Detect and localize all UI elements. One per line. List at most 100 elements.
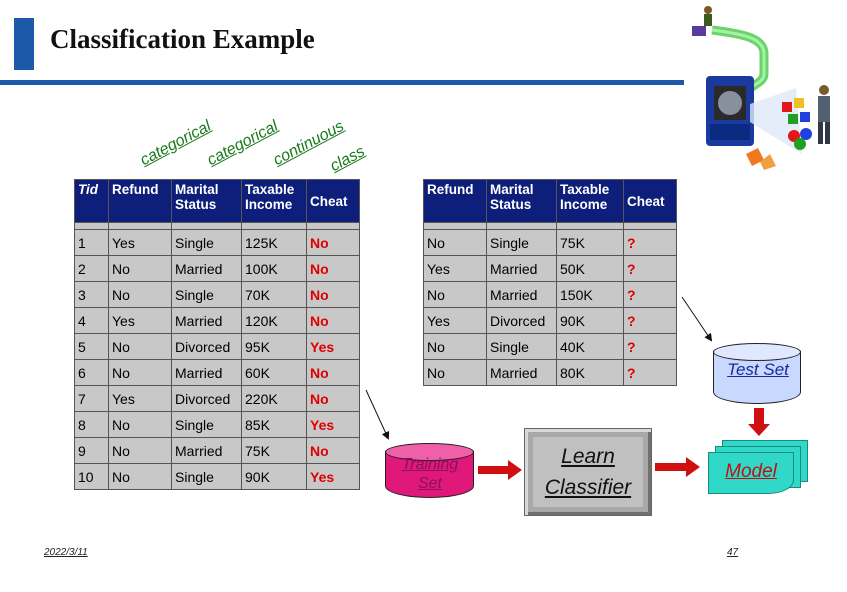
table-cell: Married <box>486 255 557 282</box>
table-cell: Yes <box>108 385 172 412</box>
table-cell: Married <box>171 437 242 464</box>
table-cell: 50K <box>556 255 624 282</box>
table-cell: 1 <box>74 229 109 256</box>
data-mining-clipart-icon <box>684 4 834 172</box>
column-header: Marital Status <box>171 179 242 223</box>
training-set-label: Training Set <box>401 456 459 492</box>
table-cell: No <box>108 281 172 308</box>
learn-classifier-label: Learn Classifier <box>544 445 632 499</box>
test-table-pointer-line <box>681 296 713 342</box>
table-cell: Single <box>171 411 242 438</box>
training-table-pointer-line <box>365 389 390 440</box>
table-cell: No <box>306 229 360 256</box>
table-cell: Yes <box>306 333 360 360</box>
table-cell: Single <box>486 229 557 256</box>
table-cell: Married <box>486 281 557 308</box>
table-cell: 2 <box>74 255 109 282</box>
table-cell: Divorced <box>486 307 557 334</box>
table-cell: 75K <box>556 229 624 256</box>
table-cell: ? <box>623 359 677 386</box>
table-cell: Married <box>171 255 242 282</box>
column-header: Marital Status <box>486 179 557 223</box>
column-header: Taxable Income <box>241 179 307 223</box>
model-box: Model <box>708 452 794 494</box>
table-cell: No <box>108 333 172 360</box>
table-cell: Yes <box>306 411 360 438</box>
table-cell: 95K <box>241 333 307 360</box>
column-header: Tid <box>74 179 109 223</box>
table-cell: ? <box>623 281 677 308</box>
model-label: Model <box>725 461 777 482</box>
table-cell: 10 <box>74 463 109 490</box>
table-cell: No <box>108 255 172 282</box>
column-header: Cheat <box>306 179 360 223</box>
table-cell: No <box>306 307 360 334</box>
table-cell: 8 <box>74 411 109 438</box>
table-cell: 3 <box>74 281 109 308</box>
table-cell: ? <box>623 307 677 334</box>
arrow-training-to-learn <box>478 460 522 480</box>
table-cell: No <box>108 411 172 438</box>
test-set-cylinder: Test Set <box>713 343 803 405</box>
table-cell: Yes <box>306 463 360 490</box>
training-set-cylinder: Training Set <box>385 443 475 499</box>
table-cell: No <box>306 255 360 282</box>
slide-title: Classification Example <box>50 24 315 54</box>
table-cell: No <box>423 359 487 386</box>
column-header: Refund <box>108 179 172 223</box>
column-header: Cheat <box>623 179 677 223</box>
column-header: Taxable Income <box>556 179 624 223</box>
table-cell: No <box>306 437 360 464</box>
table-cell: 80K <box>556 359 624 386</box>
table-cell: Single <box>171 229 242 256</box>
table-cell: Yes <box>423 255 487 282</box>
table-cell: Married <box>171 307 242 334</box>
table-cell: No <box>108 463 172 490</box>
table-cell: Yes <box>423 307 487 334</box>
table-cell: Single <box>171 463 242 490</box>
slide-date: 2022/3/11 <box>44 547 88 558</box>
table-cell: 150K <box>556 281 624 308</box>
table-cell: 70K <box>241 281 307 308</box>
table-cell: Divorced <box>171 333 242 360</box>
table-cell: 220K <box>241 385 307 412</box>
arrow-learn-to-model <box>655 457 700 477</box>
test-set-label: Test Set <box>727 360 789 379</box>
table-cell: ? <box>623 229 677 256</box>
learn-classifier-box: Learn Classifier <box>524 428 652 516</box>
column-header: Refund <box>423 179 487 223</box>
table-cell: 40K <box>556 333 624 360</box>
table-cell: No <box>306 359 360 386</box>
title-accent-bar <box>14 18 34 70</box>
page-number: 47 <box>727 547 739 558</box>
table-cell: ? <box>623 333 677 360</box>
table-cell: Yes <box>108 229 172 256</box>
table-cell: No <box>306 281 360 308</box>
table-cell: No <box>423 333 487 360</box>
table-cell: Married <box>171 359 242 386</box>
table-cell: No <box>423 229 487 256</box>
table-cell: No <box>423 281 487 308</box>
table-cell: 90K <box>241 463 307 490</box>
table-cell: 75K <box>241 437 307 464</box>
table-cell: Married <box>486 359 557 386</box>
arrow-test-to-model <box>748 408 770 436</box>
